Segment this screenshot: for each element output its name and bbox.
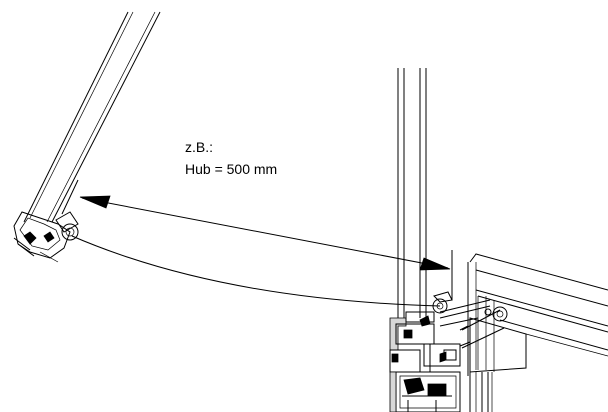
drive-arm: [432, 291, 491, 327]
swing-arc: [71, 235, 441, 307]
stroke-dimension-arrow: [79, 195, 451, 271]
annotation-label: z.B.:: [185, 139, 213, 155]
fixed-frame-profile: [397, 68, 453, 318]
lower-glazing-lines: [469, 372, 493, 412]
annotation-stroke-value: Hub = 500 mm: [185, 161, 277, 177]
frame-cross-section: [389, 311, 471, 412]
opened-sash-frame: [23, 11, 161, 223]
drive-housing: [461, 253, 608, 376]
opened-sash-hardware: [13, 211, 79, 263]
